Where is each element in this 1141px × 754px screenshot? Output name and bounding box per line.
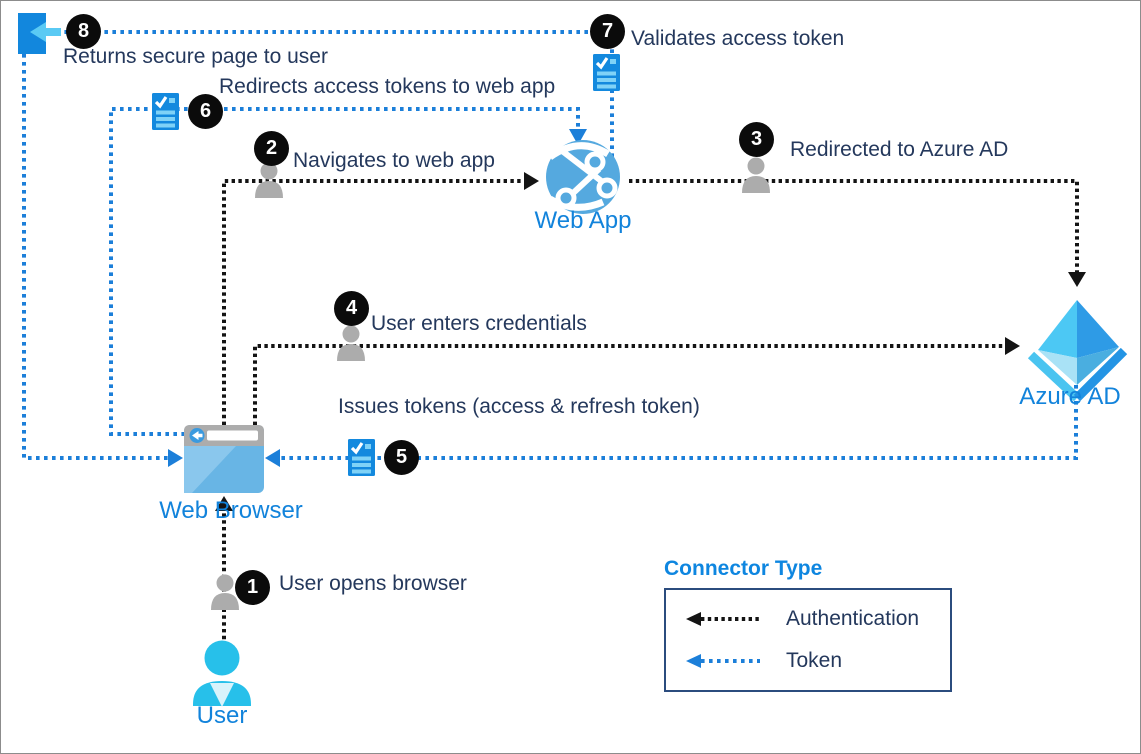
connector-redirect-tokens: [109, 107, 580, 436]
token-line-sample: [686, 654, 760, 668]
azure-ad-label: Azure AD: [1019, 383, 1121, 410]
connector-returns-page-left: [22, 54, 171, 460]
step-badge-6: 6: [188, 94, 223, 129]
step-label-6: Redirects access tokens to web app: [219, 75, 556, 98]
person-icon-2: [255, 162, 283, 198]
token-connectors: [22, 30, 1078, 460]
person-icon-3: [742, 157, 770, 193]
user-label: User: [196, 702, 248, 729]
arrow-into-webapp: [569, 129, 587, 145]
legend-label-authentication: Authentication: [786, 607, 920, 630]
arrow-into-browser-right: [265, 449, 280, 467]
step-label-5: Issues tokens (access & refresh token): [338, 395, 700, 418]
token-arrowheads: [168, 129, 587, 467]
step-badge-7: 7: [590, 14, 625, 49]
step-badge-1: 1: [235, 570, 270, 605]
connector-redirected: [629, 179, 1079, 272]
arrow-into-azuread-left: [1005, 337, 1020, 355]
authentication-line-sample: [686, 612, 760, 626]
token-icon-6: [152, 93, 179, 130]
user-icon: [193, 640, 251, 707]
token-icon-5: [348, 439, 375, 476]
step-badge-3: 3: [739, 122, 774, 157]
arrow-into-browser-bottom: [215, 496, 233, 511]
step-badge-2: 2: [254, 131, 289, 166]
web-browser-label: Web Browser: [159, 497, 303, 524]
arrow-into-browser-left: [168, 449, 183, 467]
secure-page-icon: [18, 13, 61, 54]
web-app-icon: [546, 140, 620, 214]
auth-arrowheads: [215, 172, 1086, 511]
web-browser-icon: [184, 425, 264, 493]
arrow-into-azuread-top: [1068, 272, 1086, 287]
connector-issues-tokens: [275, 369, 1078, 460]
legend-box: Authentication Token: [664, 588, 952, 692]
legend-title: Connector Type: [664, 557, 823, 580]
arrow-into-webapp-left: [524, 172, 539, 190]
step-label-7: Validates access token: [631, 27, 845, 50]
connector-credentials: [253, 344, 1005, 425]
token-icon-7: [593, 54, 620, 91]
step-label-3: Redirected to Azure AD: [790, 138, 1009, 161]
step-label-8: Returns secure page to user: [63, 45, 328, 68]
legend-row-token: Token: [684, 649, 950, 673]
step-badge-8: 8: [66, 14, 101, 49]
step-badge-4: 4: [334, 291, 369, 326]
step-label-2: Navigates to web app: [293, 149, 495, 172]
azure-ad-icon: [1027, 300, 1128, 402]
step-badge-5: 5: [384, 440, 419, 475]
legend-row-authentication: Authentication: [684, 607, 950, 631]
person-icon-4: [337, 325, 365, 361]
step-label-1: User opens browser: [279, 572, 467, 595]
connector-navigates: [222, 179, 524, 425]
legend-label-token: Token: [786, 649, 843, 672]
step-label-4: User enters credentials: [371, 312, 587, 335]
person-icon-1: [211, 574, 239, 610]
web-app-label: Web App: [534, 207, 632, 234]
